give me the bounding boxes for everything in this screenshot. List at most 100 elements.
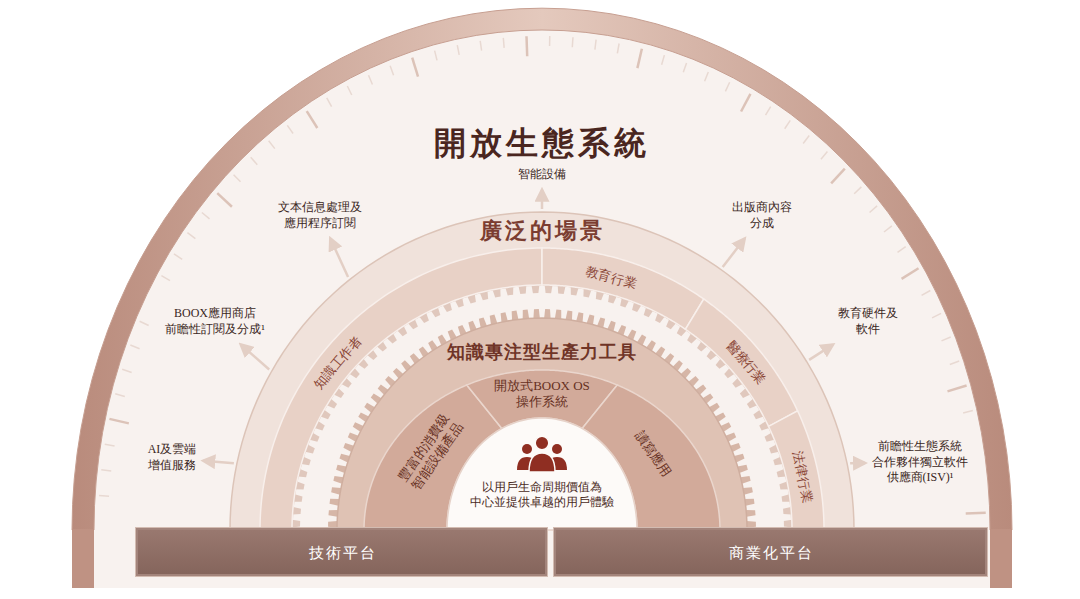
scale-tick	[884, 226, 892, 232]
outward-arrow	[723, 239, 745, 267]
scale-tick	[457, 45, 459, 55]
scale-tick	[109, 419, 128, 423]
outer-frame-ring	[72, 8, 1012, 530]
scale-tick	[637, 49, 641, 68]
node-label: 知識專注型生產力工具	[447, 341, 637, 364]
scale-tick	[287, 125, 293, 133]
scale-tick	[140, 321, 149, 325]
scale-tick	[741, 94, 750, 112]
scale-tick	[683, 63, 686, 72]
node-label: 廣泛的場景	[480, 217, 605, 245]
scale-tick	[922, 291, 931, 296]
gear-tooth	[532, 285, 540, 293]
productivity-ring: 知識專注型生產力工具豐富的消費級智能設備產品開放式BOOX OS操作系統讀寫應用…	[325, 306, 759, 542]
scale-tick	[390, 66, 393, 75]
outward-arrow	[850, 462, 865, 465]
outward-arrow	[241, 345, 269, 370]
scenario-segment: 法律行業	[766, 408, 826, 532]
scale-tick	[174, 254, 182, 260]
gear-tooth	[555, 309, 561, 318]
scale-tick	[161, 276, 170, 281]
scale-tick	[725, 82, 729, 91]
frame-side	[72, 529, 94, 588]
person-icon	[529, 453, 555, 472]
scale-tick	[902, 268, 919, 279]
scale-tick	[347, 86, 351, 95]
frame-side	[990, 529, 1012, 588]
platform-bar: 技術平台	[135, 527, 548, 577]
scale-tick	[766, 107, 771, 116]
gear-tooth	[523, 309, 529, 318]
scale-tick	[327, 98, 332, 107]
scale-tick	[870, 206, 878, 213]
scale-tick	[369, 75, 373, 84]
gear-tooth	[745, 499, 755, 506]
scale-tick	[234, 175, 241, 182]
scenario-segment-outline	[542, 248, 704, 329]
scale-tick	[950, 361, 959, 364]
scale-tick	[503, 38, 505, 48]
scale-tick	[705, 72, 709, 81]
scale-tick	[99, 495, 109, 497]
person-icon	[535, 436, 549, 450]
scale-tick	[595, 40, 596, 50]
scenario-segment-fill	[769, 411, 824, 530]
person-icon	[522, 444, 532, 454]
productivity-ring-fill	[337, 318, 747, 530]
revenue-label: AI及雲端增值服務	[148, 442, 197, 473]
revenue-label: 文本信息處理及應用程序訂閱	[278, 200, 362, 231]
scale-tick	[202, 212, 210, 218]
gear-tooth	[746, 510, 755, 517]
scenario-ring: 廣泛的場景知識工作者教育行業醫療行業法律行業知識專注型生產力工具豐富的消費級智能…	[218, 200, 866, 542]
scale-tick	[803, 135, 809, 143]
outward-arrow	[541, 190, 544, 209]
scale-tick	[572, 37, 574, 47]
scale-tick	[898, 247, 906, 253]
pale-ground	[94, 30, 990, 588]
user-center-outline	[447, 418, 637, 530]
scale-tick	[269, 141, 275, 149]
scale-tick	[187, 233, 195, 239]
user-center-shape	[445, 416, 639, 532]
outward-arrow	[330, 239, 348, 277]
diagram-title: 開放生態系統	[434, 123, 650, 163]
gear-tooth	[328, 510, 337, 517]
node-label: 以用戶生命周期價值為中心並提供卓越的用戶體驗	[470, 480, 614, 510]
scenario-ring-fill	[230, 212, 854, 530]
person-icon	[552, 444, 562, 454]
scale-tick	[217, 193, 232, 207]
gear-tooth	[330, 499, 340, 506]
scale-tick	[941, 337, 950, 341]
scale-tick	[966, 512, 986, 515]
scale-tick	[932, 313, 941, 317]
outward-arrow	[203, 461, 234, 464]
scale-tick	[115, 394, 125, 397]
scenario-segment-outline	[769, 411, 824, 530]
scale-tick	[854, 187, 861, 194]
scale-tick	[480, 41, 481, 51]
productivity-ring-outline	[328, 309, 756, 530]
user-center: 以用戶生命周期價值為中心並提供卓越的用戶體驗	[445, 416, 639, 532]
platform-bar: 商業化平台	[553, 527, 988, 577]
platform-name: 技術平台	[309, 544, 377, 563]
revenue-label: 智能設備	[518, 167, 566, 183]
platform-name: 商業化平台	[729, 544, 814, 563]
revenue-label: 教育硬件及軟件	[838, 306, 898, 337]
gear-tooth	[544, 309, 550, 318]
scale-tick	[549, 36, 551, 46]
scale-tick	[101, 470, 111, 471]
scale-tick	[831, 169, 845, 184]
ticks-and-arrows	[99, 36, 986, 513]
gear-tooth	[533, 309, 539, 318]
scenario-segment-fill	[542, 248, 704, 329]
revenue-label: BOOX應用商店前瞻性訂閱及分成¹	[165, 306, 265, 337]
scale-tick	[617, 44, 619, 54]
scale-tick	[307, 111, 318, 128]
scale-tick	[251, 157, 258, 165]
scale-tick	[525, 36, 528, 56]
user-center-fill	[447, 418, 637, 530]
scale-tick	[963, 410, 973, 412]
node-label: 開放式BOOX OS操作系統	[494, 378, 590, 411]
scenario-ring-outline	[230, 212, 854, 530]
gear-tooth	[545, 285, 553, 293]
